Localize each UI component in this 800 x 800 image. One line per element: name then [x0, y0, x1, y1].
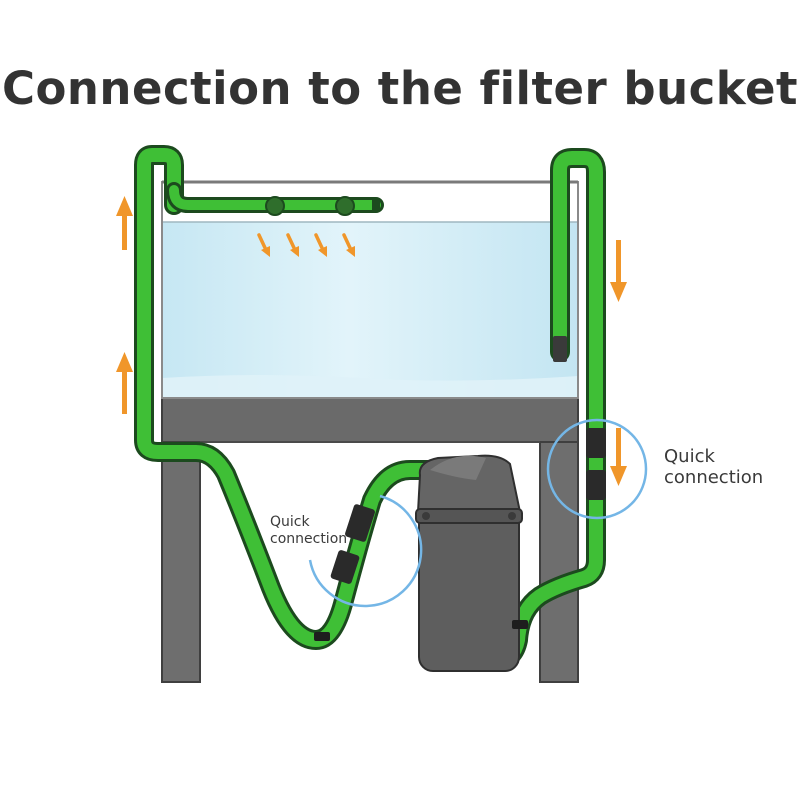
- spray-bar: [166, 182, 384, 216]
- diagonal-arrow-icon: [342, 233, 355, 257]
- spray-bar-suction-cup: [335, 196, 355, 216]
- quick-connection-label-right: Quick connection: [664, 446, 763, 488]
- up-arrow-icon: [116, 196, 133, 250]
- filter-seal-band: [415, 508, 523, 524]
- filter-clip: [508, 512, 516, 520]
- stand-top: [161, 397, 579, 443]
- quick-connector-left: [330, 504, 375, 584]
- spray-bar-end-cap: [372, 199, 380, 211]
- filter-body: [418, 504, 520, 672]
- filter-head-top: [430, 455, 486, 480]
- quick-connection-highlight-right: [546, 418, 648, 520]
- down-arrow-icon: [610, 428, 627, 486]
- up-arrow-icon: [116, 352, 133, 414]
- tank: [161, 180, 579, 399]
- diagonal-arrow-icon: [257, 233, 270, 257]
- diagonal-arrow-icon: [286, 233, 299, 257]
- tank-water-bottom-wave: [162, 375, 578, 398]
- return-hose: [134, 145, 442, 650]
- tank-water: [162, 222, 578, 398]
- callout-line: Quick: [664, 446, 715, 467]
- page-title: Connection to the filter bucket: [1, 62, 799, 115]
- quick-connection-highlight-left: [308, 494, 423, 608]
- intake-strainer: [553, 336, 567, 362]
- diagonal-arrow-icon: [314, 233, 327, 257]
- quick-connector-right: [586, 428, 606, 500]
- filter-canister: [415, 454, 523, 672]
- filter-clip: [422, 512, 430, 520]
- callout-line: connection: [270, 531, 348, 547]
- quick-connection-label-left: Quick connection: [270, 514, 347, 548]
- spray-flow-arrows: [257, 233, 355, 257]
- spray-bar-suction-cup: [265, 196, 285, 216]
- flow-arrows: [116, 196, 627, 486]
- hose-clamps: [314, 620, 528, 641]
- down-arrow-icon: [610, 240, 627, 302]
- hose-clamp: [512, 620, 528, 629]
- callout-line: Quick: [270, 514, 310, 530]
- callout-line: connection: [664, 467, 764, 488]
- hose-clamp: [314, 632, 330, 641]
